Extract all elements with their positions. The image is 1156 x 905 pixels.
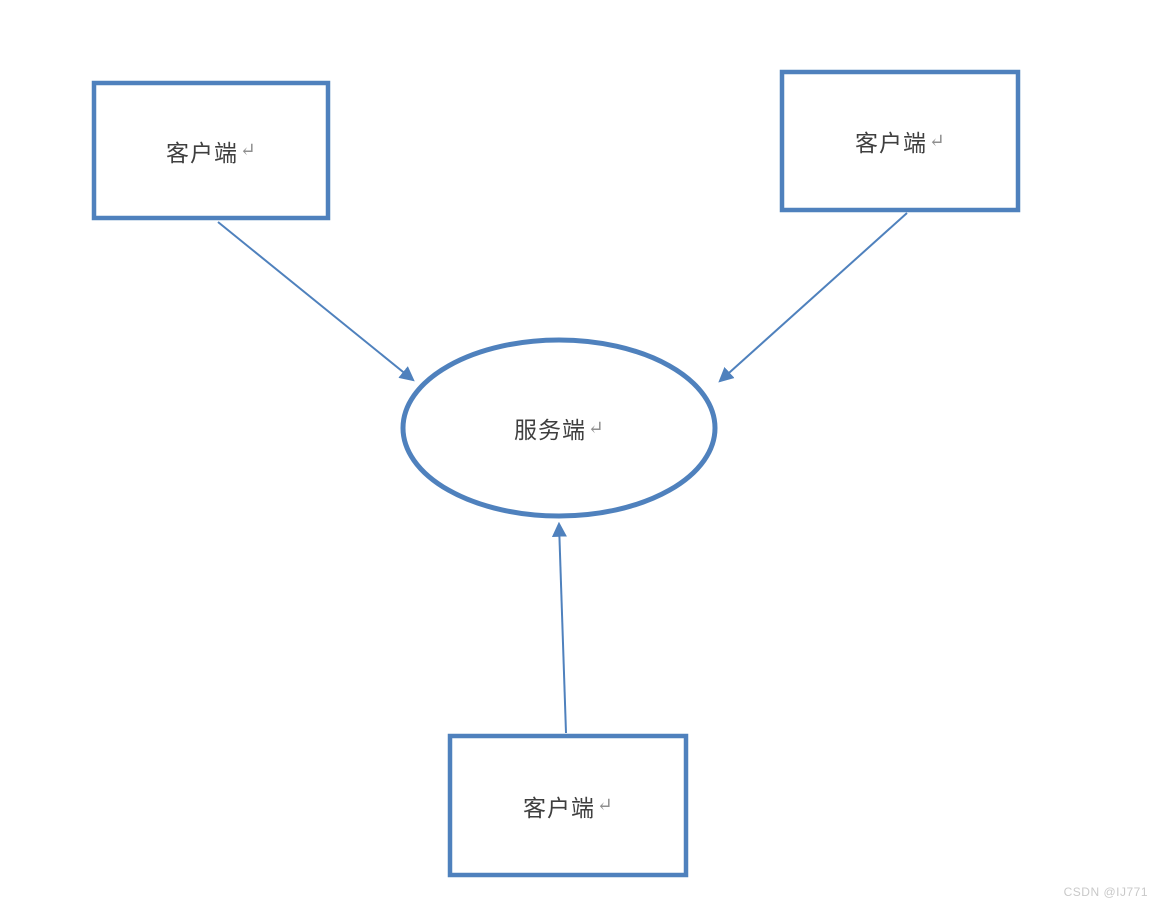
arrow-client-top-left-to-server — [217, 221, 415, 382]
arrow-client-bottom-to-server — [551, 521, 567, 734]
arrow-client-top-right-to-server — [718, 212, 908, 383]
server-ellipse — [400, 337, 718, 519]
client-top-right-rectangle — [779, 69, 1021, 213]
client-top-left-rectangle — [91, 80, 331, 221]
client-bottom-rectangle — [447, 733, 689, 878]
csdn-watermark: CSDN @IJ771 — [1063, 885, 1148, 899]
